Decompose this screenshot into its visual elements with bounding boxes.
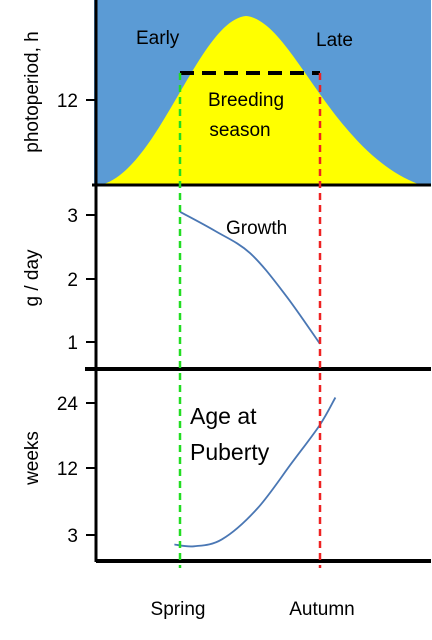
growth-tick-label-2: 2 [67,270,78,291]
puberty-tick-label-12: 12 [57,459,78,480]
puberty-tick-label-3: 3 [67,526,78,547]
growth-axis-label: g / day [22,249,43,307]
growth-tick-label-1: 1 [67,333,78,354]
growth-line [179,211,321,345]
photoperiod-axis-label: photoperiod, h [22,31,43,153]
breeding-season-label-2: season [209,120,270,141]
growth-tick-label-3: 3 [67,206,78,227]
puberty-axis-label: weeks [22,431,43,486]
puberty-series-label-2: Puberty [190,439,270,465]
x-category-spring: Spring [151,599,206,620]
x-category-autumn: Autumn [289,599,354,620]
puberty-tick-label-24: 24 [57,394,79,415]
early-label: Early [136,28,180,49]
late-label: Late [316,30,353,51]
daylength-area [104,16,418,184]
photoperiod-tick-label-12: 12 [57,91,78,112]
growth-series-label: Growth [226,218,287,239]
puberty-series-label-1: Age at [190,403,257,429]
breeding-season-label-1: Breeding [208,90,284,111]
